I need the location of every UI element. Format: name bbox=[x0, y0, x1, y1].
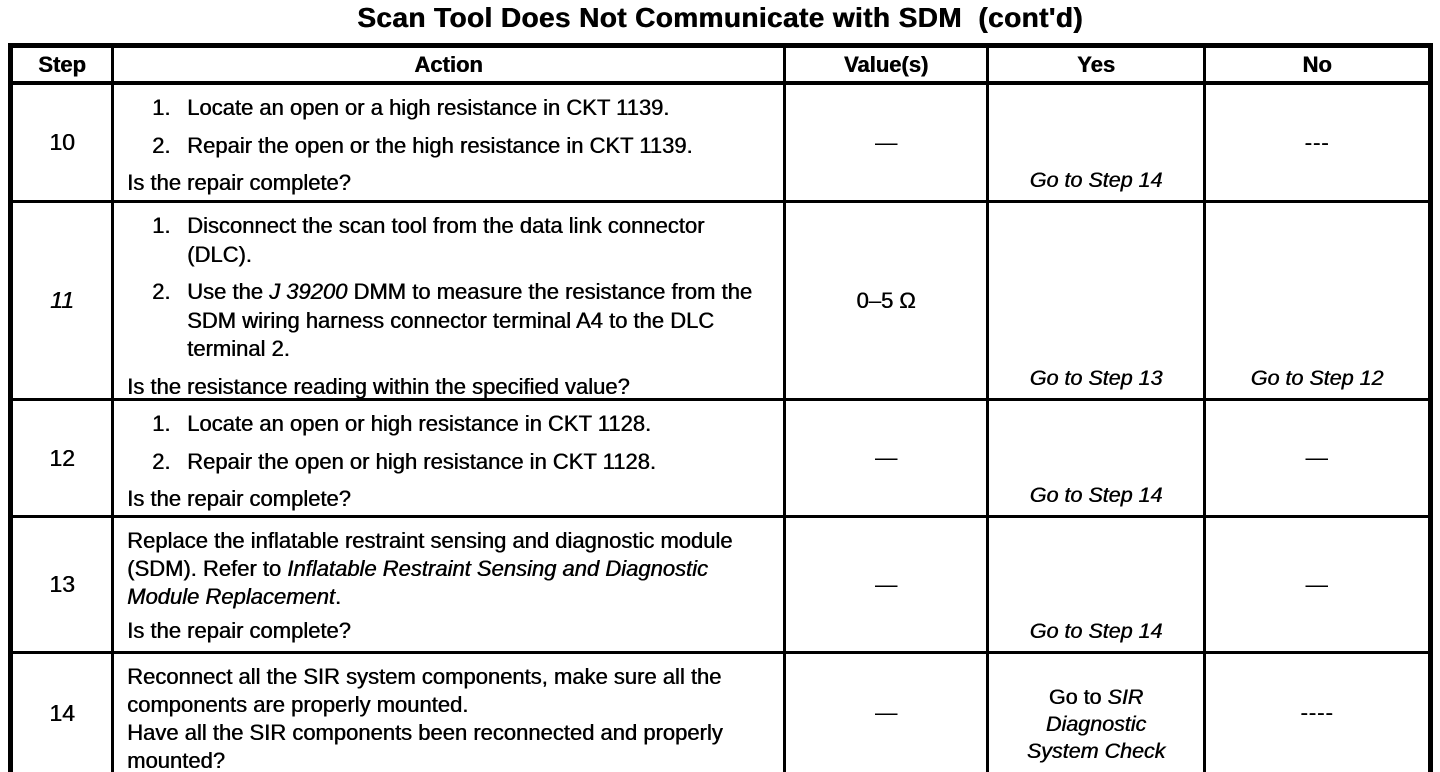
value-cell: 0–5 Ω bbox=[783, 200, 989, 401]
action-cell: 1. Locate an open or high resistance in … bbox=[111, 398, 786, 518]
table-row-step-11: 11 1. Disconnect the scan tool from the … bbox=[9, 200, 1432, 401]
step-number: 12 bbox=[49, 444, 75, 471]
resistance-value: 0–5 Ω bbox=[856, 287, 916, 313]
table-row-step-14: 14 Reconnect all the SIR system componen… bbox=[9, 651, 1432, 772]
value-cell: — bbox=[783, 651, 989, 772]
action-list: 1. Locate an open or a high resistance i… bbox=[127, 94, 773, 169]
action-paragraph: Replace the inflatable restraint sensing… bbox=[127, 528, 733, 610]
goto-reference: Go to Step 14 bbox=[1029, 619, 1163, 643]
col-header-no: No bbox=[1203, 44, 1432, 85]
tool-reference: J 39200 bbox=[268, 279, 348, 305]
table-row-step-12: 12 1. Locate an open or high resistance … bbox=[9, 398, 1432, 518]
question-text: Is the resistance reading within the spe… bbox=[127, 373, 630, 399]
no-cell: --- bbox=[1203, 81, 1432, 203]
action-item: 2. Repair the open or high resistance in… bbox=[152, 448, 656, 474]
step-number: 14 bbox=[49, 699, 75, 726]
yes-cell: Go to Step 14 bbox=[986, 515, 1206, 654]
step-number: 13 bbox=[49, 571, 75, 597]
page-title: Scan Tool Does Not Communicate with SDM … bbox=[357, 2, 1083, 33]
question-text: Is the repair complete? bbox=[127, 618, 351, 644]
no-cell: ---- bbox=[1203, 651, 1432, 772]
no-cell: Go to Step 12 bbox=[1203, 200, 1432, 401]
yes-cell: Go to Step 14 bbox=[986, 398, 1206, 518]
value-cell: — bbox=[783, 81, 989, 203]
question-text: Is the repair complete? bbox=[127, 486, 351, 512]
step-cell: 11 bbox=[9, 200, 114, 401]
no-cell: — bbox=[1203, 515, 1432, 654]
action-cell: Reconnect all the SIR system components,… bbox=[111, 651, 786, 772]
goto-reference: Go to SIR Diagnostic System Check bbox=[1026, 685, 1166, 764]
step-cell: 14 bbox=[9, 651, 114, 772]
question-text: Is the repair complete? bbox=[127, 170, 351, 196]
step-cell: 12 bbox=[9, 398, 114, 518]
action-paragraph: Reconnect all the SIR system components,… bbox=[127, 664, 722, 718]
diagnostic-table: Step Action Value(s) Yes No 10 1. Locate… bbox=[8, 43, 1433, 772]
action-item: 2. Repair the open or the high resistanc… bbox=[152, 132, 693, 158]
value-cell: — bbox=[783, 398, 989, 518]
yes-cell: Go to Step 14 bbox=[986, 81, 1206, 203]
col-header-yes: Yes bbox=[986, 44, 1206, 85]
yes-cell: Go to Step 13 bbox=[986, 200, 1206, 401]
step-number: 11 bbox=[50, 287, 74, 313]
step-cell: 13 bbox=[9, 515, 114, 654]
action-list: 1. Locate an open or high resistance in … bbox=[127, 410, 773, 485]
procedure-reference: Inflatable Restraint Sensing and Diagnos… bbox=[127, 556, 708, 610]
goto-reference: Go to Step 14 bbox=[1029, 483, 1163, 507]
action-cell: 1. Locate an open or a high resistance i… bbox=[111, 81, 786, 203]
action-list: 1. Disconnect the scan tool from the dat… bbox=[127, 212, 773, 373]
action-cell: 1. Disconnect the scan tool from the dat… bbox=[111, 200, 786, 401]
action-item: 2. Use the J 39200 DMM to measure the re… bbox=[152, 279, 752, 362]
header-row: Step Action Value(s) Yes No bbox=[9, 44, 1432, 85]
table-row-step-10: 10 1. Locate an open or a high resistanc… bbox=[9, 81, 1432, 203]
value-cell: — bbox=[783, 515, 989, 654]
table-row-step-13: 13 Replace the inflatable restraint sens… bbox=[9, 515, 1432, 654]
yes-cell: Go to SIR Diagnostic System Check bbox=[986, 651, 1206, 772]
col-header-action: Action bbox=[111, 44, 786, 85]
question-text: Have all the SIR components been reconne… bbox=[127, 720, 723, 772]
step-number: 10 bbox=[49, 129, 75, 155]
action-cell: Replace the inflatable restraint sensing… bbox=[111, 515, 786, 654]
goto-reference: Go to Step 12 bbox=[1250, 366, 1384, 390]
action-item: 1. Locate an open or a high resistance i… bbox=[152, 95, 670, 120]
col-header-step: Step bbox=[9, 44, 114, 85]
no-cell: — bbox=[1203, 398, 1432, 518]
action-item: 1. Locate an open or high resistance in … bbox=[152, 411, 651, 436]
step-cell: 10 bbox=[9, 81, 114, 203]
col-header-values: Value(s) bbox=[783, 44, 989, 85]
goto-reference: Go to Step 13 bbox=[1029, 366, 1163, 390]
action-item: 1. Disconnect the scan tool from the dat… bbox=[152, 213, 705, 267]
goto-reference: Go to Step 14 bbox=[1029, 168, 1163, 192]
